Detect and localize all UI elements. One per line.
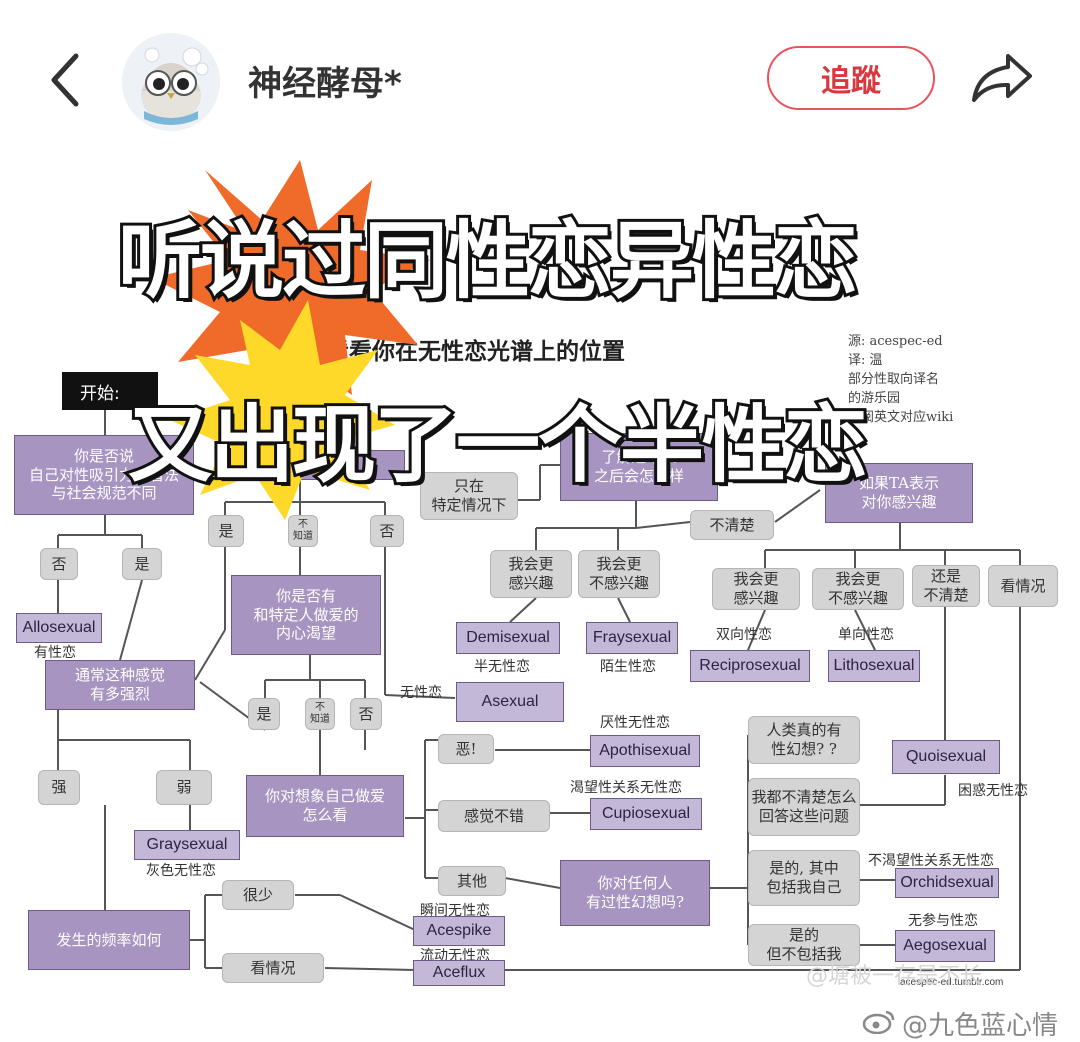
node-ta-more: 我会更 感兴趣 [712, 568, 800, 610]
flowchart-connectors [57, 410, 1021, 971]
node-fantasy-question: 人类真的有 性幻想? ? [748, 716, 860, 764]
label-quoisexual: Quoisexual [892, 740, 1000, 774]
node-more-interest: 我会更 感兴趣 [490, 550, 572, 598]
node-rarely: 很少 [222, 880, 294, 910]
follow-button[interactable]: 追蹤 [767, 46, 935, 110]
node-weak: 弱 [156, 770, 212, 805]
node-yes-2: 是 [248, 698, 280, 730]
node-fantasize-anyone: 你对任何人 有过性幻想吗? [560, 860, 710, 926]
yellow-starburst [170, 300, 395, 520]
owl-avatar-icon [122, 33, 220, 131]
node-strong: 强 [38, 770, 80, 805]
node-depends-2: 看情况 [222, 953, 324, 983]
text-fraysexual-cn: 陌生性恋 [600, 659, 656, 675]
node-desire-question: 你是否有 和特定人做爱的 内心渴望 [231, 575, 381, 655]
node-ta-less: 我会更 不感兴趣 [812, 568, 904, 610]
text-aegosexual-cn: 无参与性恋 [908, 913, 978, 929]
node-yes-not-self: 是的 但不包括我 [748, 924, 860, 966]
label-graysexual: Graysexual [134, 830, 240, 860]
watermark-bottom-text: @九色蓝心情 [902, 1011, 1059, 1041]
text-reciprosexual-cn: 双向性恋 [716, 627, 772, 643]
label-reciprosexual: Reciprosexual [690, 650, 810, 682]
text-lithosexual-cn: 单向性恋 [838, 627, 894, 643]
label-orchidsexual: Orchidsexual [895, 868, 999, 898]
source-line: 译: 温 [848, 353, 883, 368]
back-button[interactable] [46, 50, 86, 110]
node-no-1: 否 [370, 515, 404, 547]
text-orchidsexual-cn: 不渴望性关系无性恋 [868, 853, 994, 869]
node-gross: 恶! [438, 734, 494, 764]
text-cupiosexual-cn: 渴望性关系无性恋 [570, 780, 682, 796]
text-acespike-cn: 瞬间无性恋 [420, 903, 490, 919]
node-unclear-1: 不清楚 [690, 510, 774, 540]
node-unknown-2: 不 知道 [305, 698, 335, 730]
node-only-certain: 只在 特定情况下 [420, 472, 518, 520]
text-asexual-cn: 无性恋 [400, 685, 442, 701]
label-aceflux: Aceflux [413, 960, 505, 986]
start-label: 开始: [62, 372, 158, 410]
node-no-2: 否 [350, 698, 382, 730]
share-arrow-icon [972, 54, 1032, 102]
node-less-interest: 我会更 不感兴趣 [578, 550, 660, 598]
label-acespike: Acespike [413, 916, 505, 946]
node-yes-left: 是 [122, 548, 162, 580]
text-graysexual-cn: 灰色无性恋 [146, 863, 216, 879]
weibo-logo-icon [862, 1008, 896, 1041]
node-if-ta-interested: 如果TA表示 对你感兴趣 [825, 463, 973, 523]
node-after-know: 了解这个人 之后会怎么样 [560, 433, 718, 501]
node-other: 其他 [438, 866, 506, 896]
starburst-decoration [152, 160, 430, 520]
banner-line-2: 又出现了一个半性恋 [125, 393, 871, 497]
label-asexual: Asexual [456, 682, 564, 722]
node-dont-know-answer: 我都不清楚怎么 回答这些问题 [748, 778, 860, 836]
source-line: 的游乐园 [848, 391, 901, 406]
source-line: 部分性取向译名 [848, 372, 940, 387]
node-still-unclear: 还是 不清楚 [912, 565, 980, 607]
text-apothisexual-cn: 厌性无性恋 [600, 715, 670, 731]
node-yes-including-self: 是的, 其中 包括我自己 [748, 850, 860, 906]
node-no-left: 否 [40, 548, 78, 580]
watermark-bottom: @九色蓝心情 [862, 1005, 1058, 1042]
label-aegosexual: Aegosexual [895, 930, 995, 962]
post-header: 神经酵母* 追蹤 [0, 0, 1080, 150]
orange-starburst [152, 160, 430, 410]
node-unknown-1: 不 知道 [288, 515, 318, 547]
node-feels-ok: 感觉不错 [438, 800, 550, 832]
label-allosexual: Allosexual [16, 613, 102, 643]
label-fraysexual: Fraysexual [586, 622, 678, 654]
label-demisexual: Demisexual [456, 622, 560, 654]
text-demisexual-cn: 半无性恋 [474, 659, 530, 675]
label-cupiosexual: Cupiosexual [590, 798, 702, 830]
flowchart-image: 看看你在无性恋光谱上的位置 源: acespec-ed 译: 温 部分性取向译名… [0, 150, 1080, 1042]
node-strength-question: 通常这种感觉 有多强烈 [45, 660, 195, 710]
node-norms-question: 你是否说 自己对性吸引力的看法 与社会规范不同 [14, 435, 194, 515]
chevron-left-icon [51, 53, 79, 107]
node-frequency: 发生的频率如何 [28, 910, 190, 970]
text-quoisexual-cn: 困惑无性恋 [958, 783, 1028, 799]
share-button[interactable] [968, 50, 1034, 106]
label-apothisexual: Apothisexual [590, 735, 700, 767]
avatar[interactable] [122, 33, 220, 131]
text-allosexual-cn: 有性恋 [34, 645, 76, 661]
source-line: 源: acespec-ed [848, 334, 943, 349]
node-imagine-question: 你对想象自己做爱 怎么看 [246, 775, 404, 837]
source-line: 查阅英文对应wiki [848, 410, 954, 425]
flowchart-source: 源: acespec-ed 译: 温 部分性取向译名 的游乐园 查阅英文对应wi… [848, 332, 953, 427]
source-url: acespec-ed.tumblr.com [900, 977, 1004, 988]
node-depends-1: 看情况 [988, 565, 1058, 607]
label-lithosexual: Lithosexual [828, 650, 920, 682]
watermark-top: @塘被一存是不长 [806, 964, 983, 989]
banner-line-1: 听说过同性恋异性恋 [115, 209, 861, 313]
node-yes-1: 是 [208, 515, 244, 547]
username[interactable]: 神经酵母* [248, 64, 402, 104]
